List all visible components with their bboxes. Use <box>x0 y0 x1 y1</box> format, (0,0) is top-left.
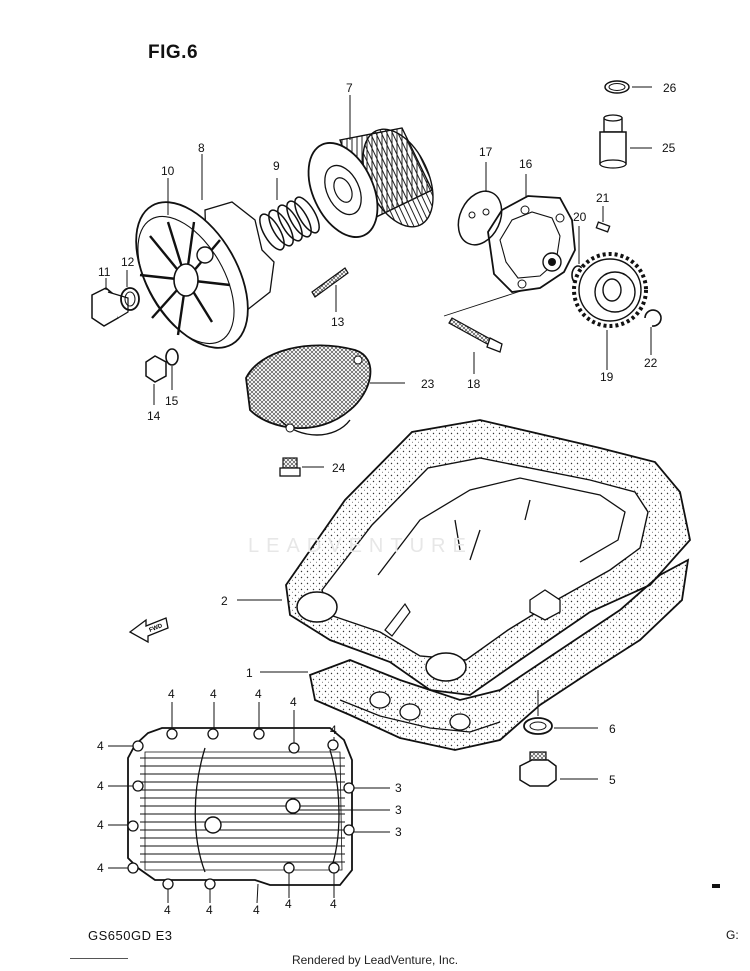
oil-pan-inner-view <box>377 477 626 576</box>
callout-4-left-a: 4 <box>97 739 104 753</box>
callout-4-bottom-e: 4 <box>330 897 337 911</box>
footer-credit: Rendered by LeadVenture, Inc. <box>291 953 459 967</box>
callout-16: 16 <box>519 157 533 171</box>
oil-pan-bottom-view <box>108 702 390 904</box>
callout-23: 23 <box>421 377 435 391</box>
washer-part-12 <box>120 270 140 311</box>
callout-7: 7 <box>346 81 353 95</box>
pin-part-21 <box>595 206 611 233</box>
footer-rule <box>70 958 128 959</box>
callout-4-top-d: 4 <box>290 695 297 709</box>
callout-5: 5 <box>609 773 616 787</box>
callout-4-left-d: 4 <box>97 861 104 875</box>
callout-1: 1 <box>246 666 253 680</box>
pump-gasket-part-17 <box>457 162 503 246</box>
callout-25: 25 <box>662 141 676 155</box>
callout-4-top-b: 4 <box>210 687 217 701</box>
callout-3-a: 3 <box>395 781 402 795</box>
oil-pump-part-16 <box>487 174 576 293</box>
callout-4-bottom-d: 4 <box>285 897 292 911</box>
callout-11: 11 <box>98 265 111 279</box>
callout-4-bottom-a: 4 <box>164 903 171 917</box>
nut-part-14 <box>145 355 167 405</box>
pressure-switch-part-25 <box>599 114 652 169</box>
callout-18: 18 <box>467 377 481 391</box>
o-ring-part-26 <box>604 80 652 94</box>
callout-20: 20 <box>573 210 587 224</box>
callout-3-b: 3 <box>395 803 402 817</box>
callout-4-left-b: 4 <box>97 779 104 793</box>
dash-mark <box>712 884 720 888</box>
oil-strainer-part-23 <box>245 344 405 436</box>
callout-6: 6 <box>609 722 616 736</box>
spring-part-9 <box>259 178 320 251</box>
callout-4-top-c: 4 <box>255 687 262 701</box>
washer-part-15 <box>165 348 179 390</box>
model-code: GS650GD E3 <box>88 928 173 943</box>
circlip-part-22 <box>644 309 662 355</box>
callout-4-top-e: 4 <box>330 723 337 737</box>
pump-gear-part-19 <box>572 252 648 370</box>
bolt-part-18 <box>443 289 525 374</box>
oil-filter-part-7 <box>307 95 434 238</box>
callout-19: 19 <box>600 370 614 384</box>
callout-13: 13 <box>331 315 345 329</box>
callout-26: 26 <box>663 81 677 95</box>
drain-plug-part-5 <box>519 751 598 787</box>
callout-8: 8 <box>198 141 205 155</box>
oil-pan-part-1 <box>260 558 690 751</box>
oil-pan-gasket-part-2 <box>237 419 691 696</box>
callout-21: 21 <box>596 191 610 205</box>
callout-3-c: 3 <box>395 825 402 839</box>
plug-part-11 <box>91 278 129 327</box>
callout-15: 15 <box>165 394 179 408</box>
callout-4-left-c: 4 <box>97 818 104 832</box>
washer-part-6 <box>523 690 598 735</box>
callout-14: 14 <box>147 409 161 423</box>
callout-4-top-a: 4 <box>168 687 175 701</box>
callout-2: 2 <box>221 594 228 608</box>
watermark: LEADVENTURE <box>248 535 473 557</box>
callout-17: 17 <box>479 145 493 159</box>
edge-code: G: <box>726 928 739 942</box>
fwd-label: FWD <box>149 623 165 634</box>
callout-24: 24 <box>332 461 346 475</box>
bolt-part-24 <box>279 457 324 477</box>
stud-part-13 <box>311 267 349 312</box>
filter-cap-part-10 <box>135 178 249 349</box>
callout-22: 22 <box>644 356 658 370</box>
callout-4-bottom-c: 4 <box>253 903 260 917</box>
callout-12: 12 <box>121 255 135 269</box>
callout-labels: 26 25 7 8 9 10 17 16 21 20 11 12 13 18 1… <box>97 81 677 917</box>
callout-10: 10 <box>161 164 175 178</box>
forward-arrow: FWD <box>128 617 169 644</box>
figure-title: FIG.6 <box>148 42 199 63</box>
callout-4-bottom-b: 4 <box>206 903 213 917</box>
callout-9: 9 <box>273 159 280 173</box>
